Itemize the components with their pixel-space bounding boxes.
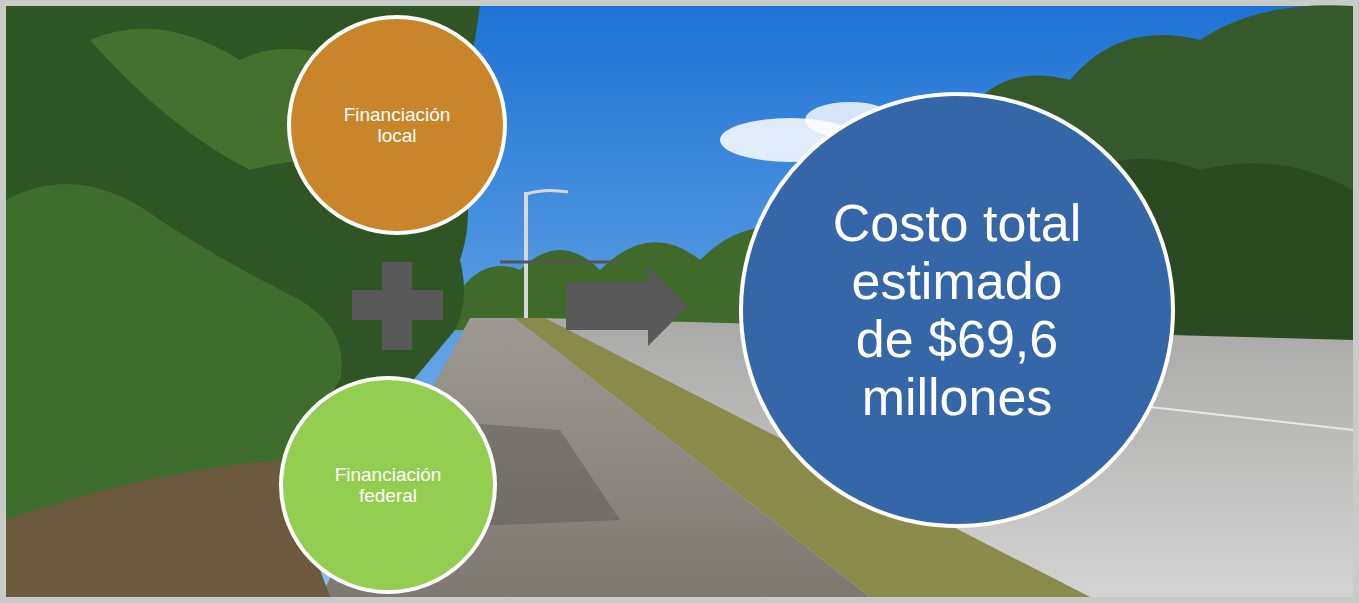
block-arrow	[566, 266, 688, 346]
funding-circle: Financiación federal	[279, 376, 497, 594]
lamp-pole	[524, 192, 528, 318]
signal-arm	[500, 261, 620, 264]
circle-label: Financiación local	[322, 104, 472, 147]
total-circle: Costo total estimado de $69,6 millones	[739, 92, 1175, 528]
sky	[6, 6, 1353, 597]
lamp-arm	[526, 190, 568, 194]
circle-label: Financiación federal	[313, 464, 463, 507]
funding-circle: Financiación local	[287, 15, 507, 235]
circle-label: Costo total estimado de $69,6 millones	[817, 194, 1097, 427]
plus-sign	[382, 262, 412, 350]
